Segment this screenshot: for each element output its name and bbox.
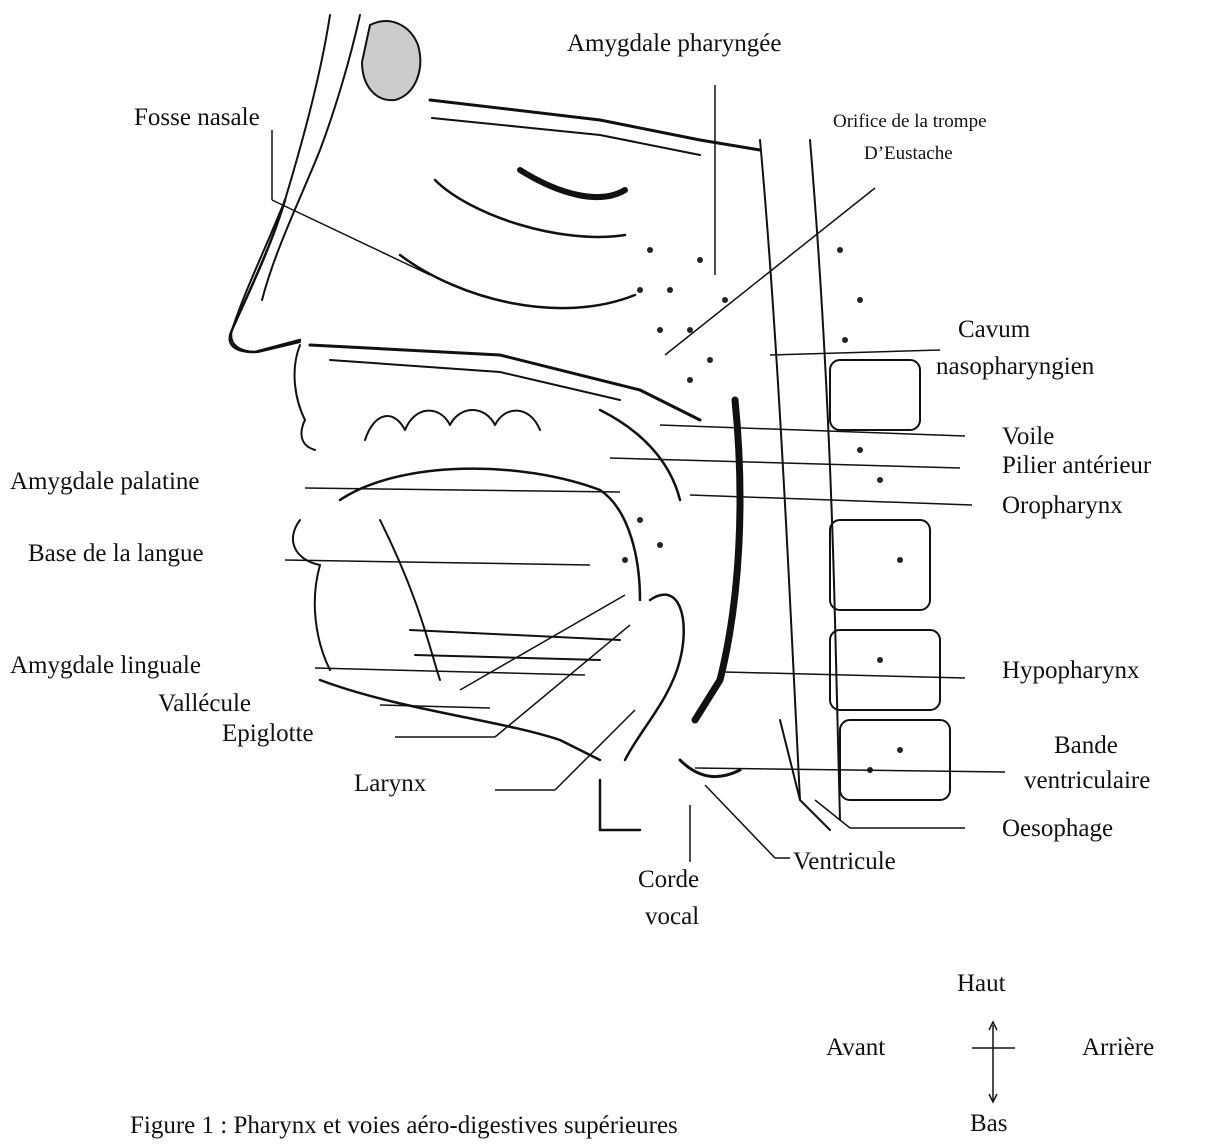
label-amygdale-linguale: Amygdale linguale (10, 652, 201, 680)
orientation-avant: Avant (826, 1034, 885, 1062)
stippling (622, 247, 903, 773)
leader-voile (660, 425, 965, 436)
vertebra-4 (840, 720, 950, 800)
leader-fosse-nasale-2 (272, 200, 430, 275)
label-oropharynx: Oropharynx (1002, 492, 1123, 520)
orientation-arriere: Arrière (1082, 1034, 1154, 1062)
label-amygdale-palatine: Amygdale palatine (10, 468, 200, 496)
label-corde-2: vocal (645, 903, 699, 931)
label-epiglotte: Epiglotte (222, 720, 314, 748)
inferior-turbinate (400, 255, 635, 308)
leader-cavum (770, 350, 940, 355)
label-orifice-trompe-2: D’Eustache (864, 142, 953, 166)
frontal-sinus (362, 21, 420, 100)
upper-lip (295, 345, 315, 450)
label-fosse-nasale: Fosse nasale (134, 104, 260, 132)
label-voile: Voile (1002, 423, 1054, 451)
esophagus (780, 720, 830, 830)
leader-ventricule-2 (705, 785, 775, 858)
frontal-bone-inner (262, 15, 360, 300)
vertebra-2 (830, 520, 930, 610)
posterior-wall-2 (810, 140, 840, 820)
leader-base-langue (285, 560, 590, 565)
label-bande-1: Bande (1054, 732, 1118, 760)
label-cavum-2: nasopharyngien (936, 353, 1094, 381)
hard-palate-inner (330, 360, 620, 400)
label-amygdale-pharyngee: Amygdale pharyngée (567, 30, 782, 58)
posterior-wall (760, 140, 800, 800)
upper-teeth (365, 410, 540, 440)
nasal-roof (430, 100, 760, 150)
superior-turbinate (520, 170, 625, 197)
figure-caption: Figure 1 : Pharynx et voies aéro-digesti… (130, 1112, 678, 1140)
leader-larynx-2 (555, 710, 635, 790)
leader-amygdale-linguale (315, 668, 585, 675)
tongue-lines-2 (415, 655, 600, 660)
label-larynx: Larynx (354, 770, 426, 798)
leader-amygdale-linguale-2 (460, 595, 625, 690)
label-hypopharynx: Hypopharynx (1002, 657, 1139, 685)
leader-epiglotte-2 (495, 625, 630, 737)
leader-lines (272, 85, 1005, 862)
orientation-compass (972, 1022, 1015, 1102)
label-cavum-1: Cavum (958, 316, 1030, 344)
orientation-bas: Bas (970, 1110, 1008, 1138)
orientation-haut: Haut (957, 970, 1006, 998)
label-bande-2: ventriculaire (1024, 767, 1150, 795)
leader-vallecule (380, 705, 490, 708)
middle-turbinate (435, 180, 625, 237)
lower-lip (293, 520, 330, 670)
label-corde-1: Corde (638, 866, 699, 894)
leader-orifice (665, 188, 875, 355)
epiglottis (625, 595, 684, 760)
vertebra-1 (830, 360, 920, 430)
vertebra-3 (830, 630, 940, 710)
label-base-langue: Base de la langue (28, 540, 204, 568)
label-ventricule: Ventricule (793, 848, 896, 876)
label-vallecule: Vallécule (158, 690, 251, 718)
larynx-anterior (600, 780, 640, 830)
label-oesophage: Oesophage (1002, 815, 1113, 843)
label-pilier: Pilier antérieur (1002, 452, 1151, 480)
tongue-lines-1 (410, 630, 620, 640)
nasal-roof-inner (432, 118, 700, 155)
soft-palate (600, 410, 680, 500)
leader-hypopharynx (725, 672, 965, 678)
hard-palate (310, 345, 700, 420)
mandible (320, 680, 600, 760)
leader-oesophage-2 (815, 800, 850, 828)
label-orifice-trompe-1: Orifice de la trompe (833, 110, 987, 134)
